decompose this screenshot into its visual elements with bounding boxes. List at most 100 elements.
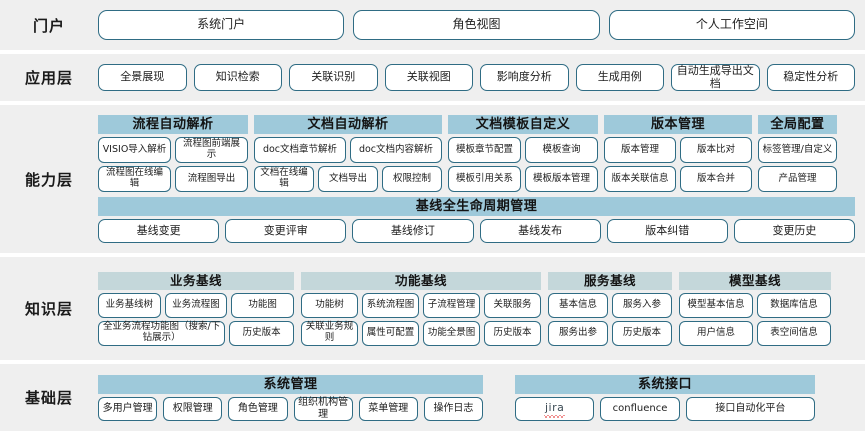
lifecycle-item-baseline-release[interactable]: 基线发布 [479, 219, 601, 243]
know-item-function-tree[interactable]: 功能树 [301, 292, 358, 318]
portal-item-system-portal[interactable]: 系统门户 [98, 10, 345, 40]
capability-group-doc-parse: 文档自动解析 doc文档章节解析 doc文档内容解析 文档在线编辑 文档导出 权… [254, 115, 442, 192]
group-row: doc文档章节解析 doc文档内容解析 [254, 137, 442, 163]
portal-item-personal-workspace[interactable]: 个人工作空间 [608, 10, 855, 40]
capability-body: 流程自动解析 VISIO导入解析 流程图前端展示 流程图在线编辑 流程图导出 [98, 110, 865, 248]
found-item-jira[interactable]: jira [515, 396, 595, 421]
group-rows-doc-template: 模板章节配置 模板查询 模板引用关系 模板版本管理 [448, 137, 598, 192]
group-row: 用户信息 表空间信息 [679, 320, 831, 346]
know-item-function-panorama[interactable]: 功能全景图 [423, 320, 480, 346]
cap-item-doc-export[interactable]: 文档导出 [318, 166, 378, 192]
app-item-impact-analysis[interactable]: 影响度分析 [480, 64, 569, 91]
cap-item-version-merge[interactable]: 版本合并 [680, 166, 752, 192]
group-row: 关联业务规则 属性可配置 功能全景图 历史版本 [301, 320, 541, 346]
group-rows-version-mgmt: 版本管理 版本比对 版本关联信息 版本合并 [604, 137, 752, 192]
found-item-multi-user-management[interactable]: 多用户管理 [98, 396, 158, 421]
know-item-service-basic-info[interactable]: 基本信息 [548, 292, 608, 318]
found-item-menu-management[interactable]: 菜单管理 [358, 396, 418, 421]
found-item-org-structure-management[interactable]: 组织机构管理 [293, 396, 353, 421]
cap-item-template-query[interactable]: 模板查询 [525, 137, 598, 163]
group-header-system-interface: 系统接口 [515, 374, 815, 394]
cap-item-template-version-mgmt[interactable]: 模板版本管理 [525, 166, 598, 192]
cap-item-template-chapter-config[interactable]: 模板章节配置 [448, 137, 521, 163]
cap-item-product-management[interactable]: 产品管理 [758, 166, 837, 192]
group-row: 业务基线树 业务流程图 功能图 [98, 292, 295, 318]
app-item-generate-usecase[interactable]: 生成用例 [575, 64, 664, 91]
group-row: 产品管理 [758, 166, 837, 192]
know-item-full-business-process-function-diagram[interactable]: 全业务流程功能图（搜索/下钻展示） [98, 320, 226, 346]
foundation-group-system-management: 系统管理 多用户管理 权限管理 角色管理 组织机构管理 菜单管理 操作日志 [98, 374, 484, 421]
band-portal: 门户 系统门户 角色视图 个人工作空间 [0, 0, 865, 50]
app-item-knowledge-search[interactable]: 知识检索 [193, 64, 282, 91]
know-item-related-business-rules[interactable]: 关联业务规则 [301, 320, 358, 346]
found-item-confluence[interactable]: confluence [600, 396, 680, 421]
cap-item-version-management[interactable]: 版本管理 [604, 137, 676, 163]
group-row: 流程图在线编辑 流程图导出 [98, 166, 248, 192]
app-item-panorama[interactable]: 全景展现 [98, 64, 187, 91]
lifecycle-item-baseline-revision[interactable]: 基线修订 [352, 219, 474, 243]
know-item-business-flowchart[interactable]: 业务流程图 [164, 292, 228, 318]
cap-item-flowchart-online-edit[interactable]: 流程图在线编辑 [98, 166, 171, 192]
found-item-operation-log[interactable]: 操作日志 [423, 396, 484, 421]
knowledge-group-function-baseline: 功能基线 功能树 系统流程图 子流程管理 关联服务 关联业务规则 属性可配置 功… [301, 271, 541, 346]
app-item-relation-recognition[interactable]: 关联识别 [289, 64, 378, 91]
portal-item-role-view[interactable]: 角色视图 [353, 10, 600, 40]
app-item-auto-export-doc[interactable]: 自动生成导出文档 [671, 64, 760, 91]
know-item-subprocess-management[interactable]: 子流程管理 [423, 292, 480, 318]
found-item-permission-management[interactable]: 权限管理 [163, 396, 223, 421]
know-item-database-info[interactable]: 数据库信息 [757, 292, 831, 318]
cap-item-version-compare[interactable]: 版本比对 [680, 137, 752, 163]
cap-item-flowchart-frontend-display[interactable]: 流程图前端展示 [175, 137, 248, 163]
group-row: 模型基本信息 数据库信息 [679, 292, 831, 318]
group-header-system-management: 系统管理 [98, 374, 483, 394]
cap-item-visio-import-parse[interactable]: VISIO导入解析 [98, 137, 171, 163]
know-item-system-flowchart[interactable]: 系统流程图 [362, 292, 419, 318]
know-item-attribute-configurable[interactable]: 属性可配置 [362, 320, 419, 346]
cap-item-doc-content-parse[interactable]: doc文档内容解析 [350, 137, 442, 163]
know-item-user-info[interactable]: 用户信息 [679, 320, 753, 346]
group-row: 标签管理/自定义 [758, 137, 837, 163]
group-header-service-baseline: 服务基线 [548, 271, 672, 290]
group-header-doc-parse: 文档自动解析 [254, 115, 442, 134]
cap-item-doc-chapter-parse[interactable]: doc文档章节解析 [254, 137, 346, 163]
knowledge-group-service-baseline: 服务基线 基本信息 服务入参 服务出参 历史版本 [548, 271, 672, 346]
group-header-business-baseline: 业务基线 [98, 271, 294, 290]
group-row: jira confluence 接口自动化平台 [515, 396, 815, 421]
group-row: 功能树 系统流程图 子流程管理 关联服务 [301, 292, 541, 318]
group-row: 版本管理 版本比对 [604, 137, 752, 163]
group-header-doc-template: 文档模板自定义 [448, 115, 598, 134]
lifecycle-item-change-history[interactable]: 变更历史 [733, 219, 856, 243]
lifecycle-item-baseline-change[interactable]: 基线变更 [98, 219, 220, 243]
band-label-application: 应用层 [24, 69, 73, 87]
lifecycle-item-change-review[interactable]: 变更评审 [225, 219, 347, 243]
know-item-history-version-business[interactable]: 历史版本 [229, 320, 294, 346]
know-item-business-baseline-tree[interactable]: 业务基线树 [98, 292, 161, 318]
know-item-model-basic-info[interactable]: 模型基本信息 [679, 292, 753, 318]
know-item-history-version-service[interactable]: 历史版本 [612, 320, 672, 346]
knowledge-group-model-baseline: 模型基线 模型基本信息 数据库信息 用户信息 表空间信息 [679, 271, 831, 346]
know-item-related-service[interactable]: 关联服务 [484, 292, 541, 318]
app-item-relation-view[interactable]: 关联视图 [384, 64, 473, 91]
foundation-groups: 系统管理 多用户管理 权限管理 角色管理 组织机构管理 菜单管理 操作日志 系统… [98, 374, 865, 421]
cap-item-version-relation-info[interactable]: 版本关联信息 [604, 166, 676, 192]
cap-item-doc-online-edit[interactable]: 文档在线编辑 [254, 166, 314, 192]
know-item-tablespace-info[interactable]: 表空间信息 [757, 320, 831, 346]
cap-item-template-reference-relation[interactable]: 模板引用关系 [448, 166, 521, 192]
know-item-history-version-function[interactable]: 历史版本 [484, 320, 541, 346]
band-knowledge: 知识层 业务基线 业务基线树 业务流程图 功能图 全业务流程功能图（搜索/下钻展… [0, 257, 865, 360]
group-row: 文档在线编辑 文档导出 权限控制 [254, 166, 442, 192]
cap-item-flowchart-export[interactable]: 流程图导出 [175, 166, 248, 192]
cap-item-tag-management-custom[interactable]: 标签管理/自定义 [758, 137, 837, 163]
found-item-role-management[interactable]: 角色管理 [228, 396, 288, 421]
lifecycle-item-version-correction[interactable]: 版本纠错 [606, 219, 728, 243]
know-item-service-output-params[interactable]: 服务出参 [548, 320, 608, 346]
cap-item-permission-control[interactable]: 权限控制 [382, 166, 442, 192]
know-item-function-diagram[interactable]: 功能图 [231, 292, 295, 318]
found-item-interface-automation-platform[interactable]: 接口自动化平台 [685, 396, 815, 421]
group-rows-process-parse: VISIO导入解析 流程图前端展示 流程图在线编辑 流程图导出 [98, 137, 248, 192]
band-foundation: 基础层 系统管理 多用户管理 权限管理 角色管理 组织机构管理 菜单管理 操作日… [0, 364, 865, 431]
know-item-service-input-params[interactable]: 服务入参 [612, 292, 672, 318]
group-header-global-config: 全局配置 [758, 115, 837, 134]
app-item-stability-analysis[interactable]: 稳定性分析 [766, 64, 855, 91]
group-header-model-baseline: 模型基线 [679, 271, 831, 290]
